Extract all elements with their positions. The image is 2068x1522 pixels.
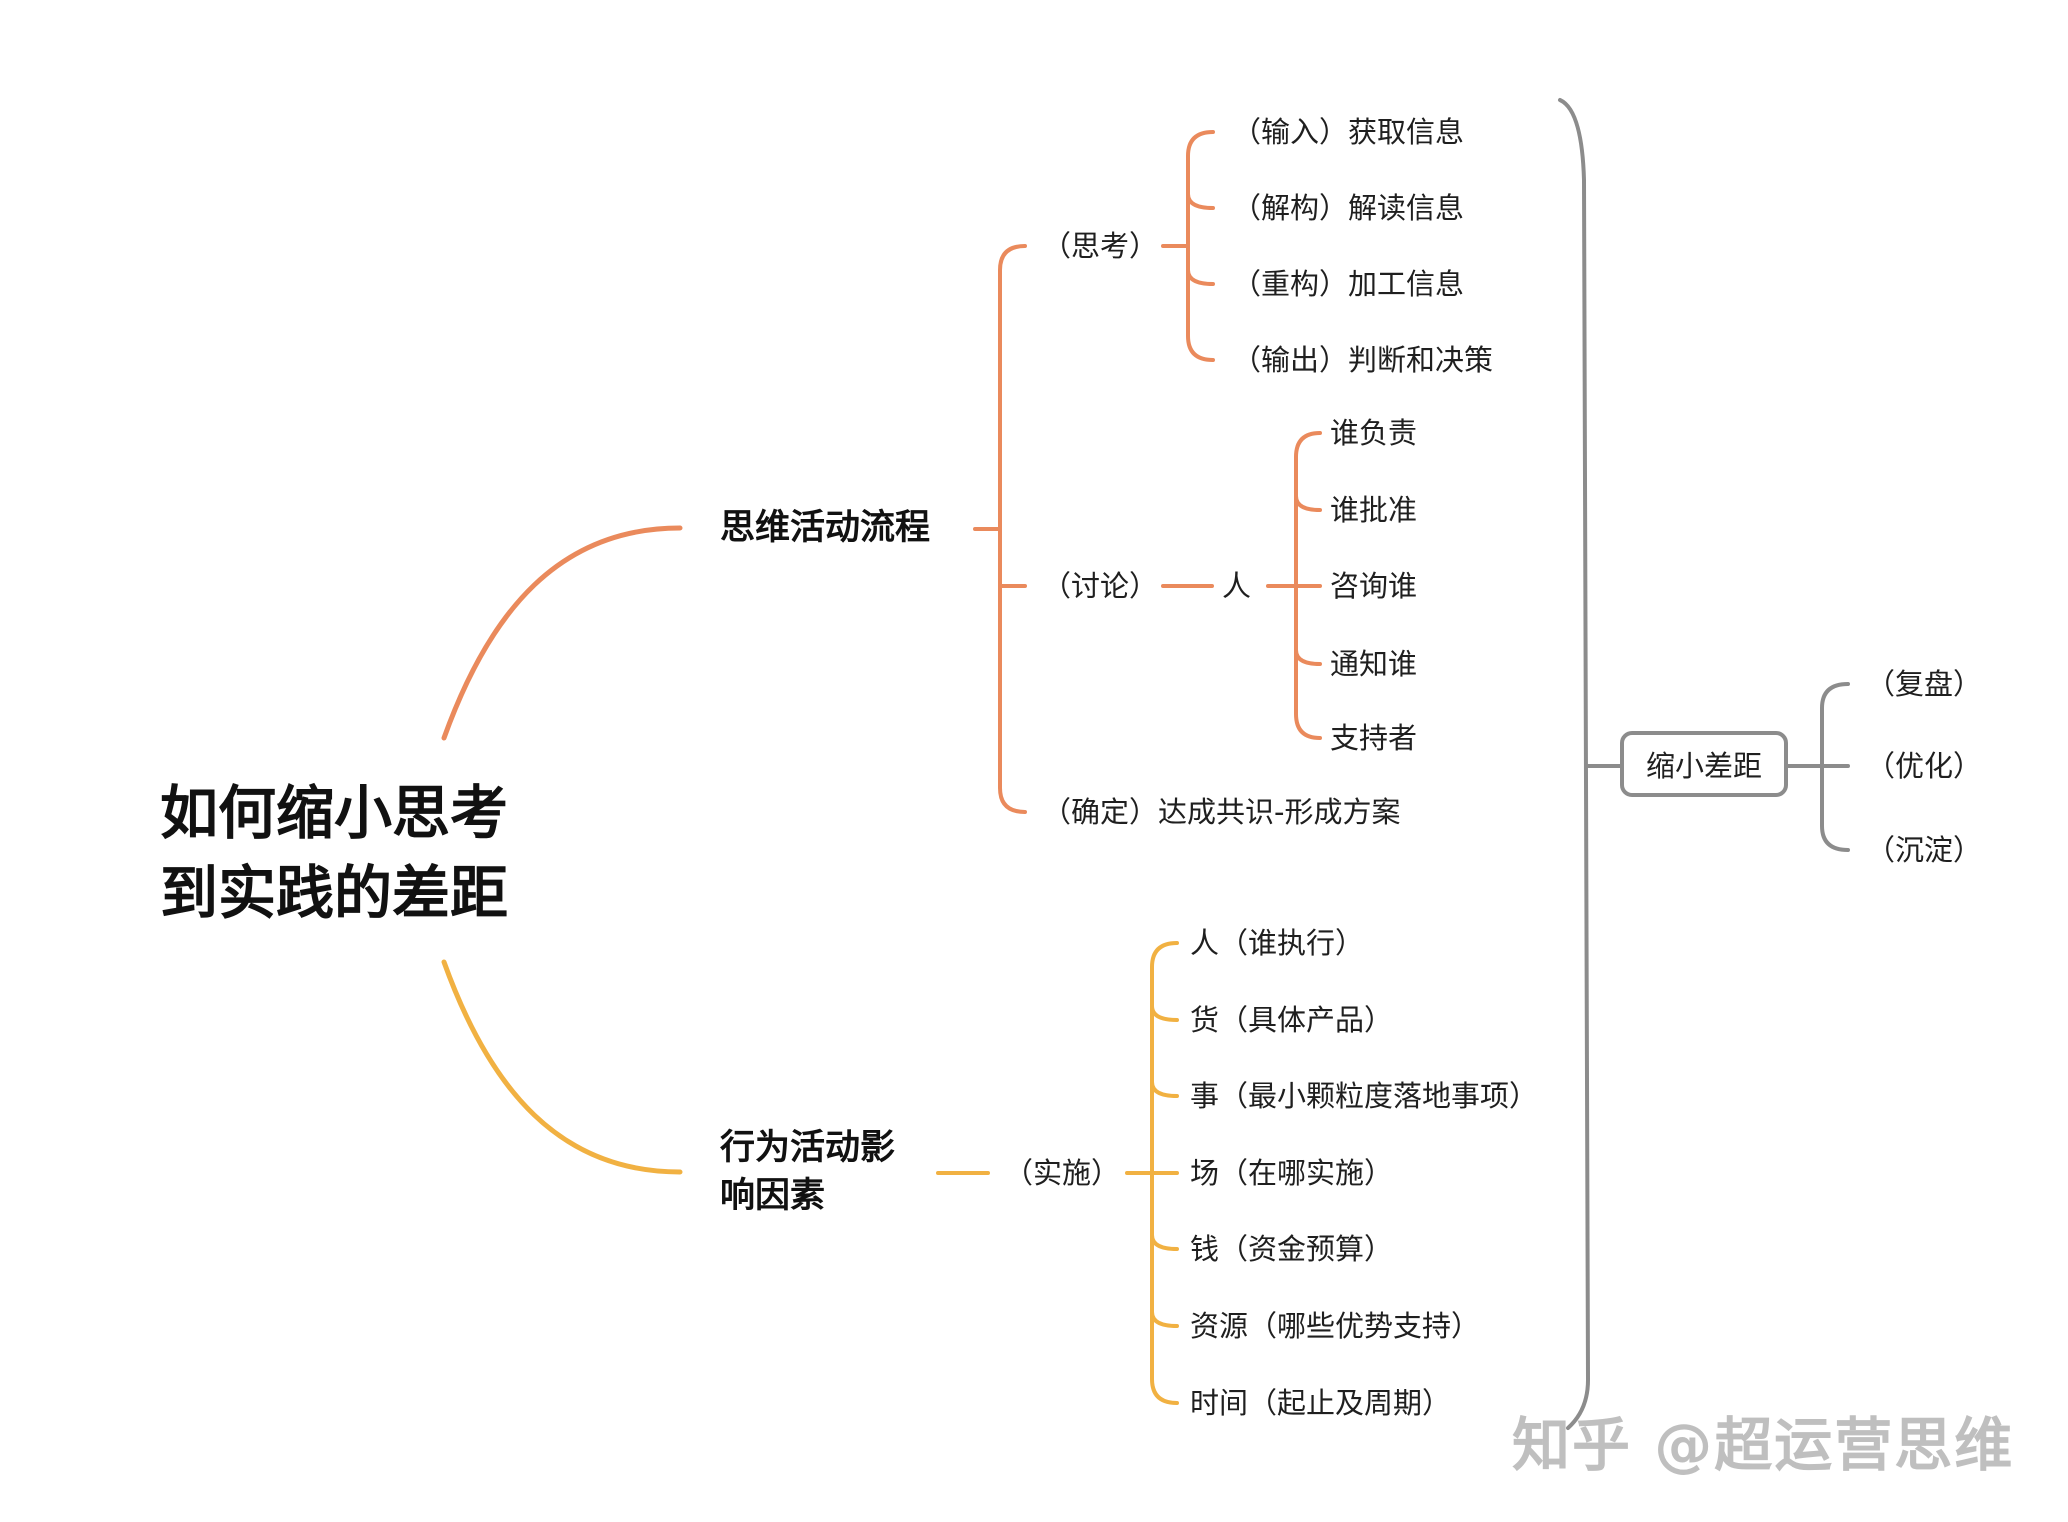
bracket-thinking: [998, 244, 1027, 814]
node-think: （思考）: [1042, 229, 1159, 263]
node-person: 人: [1222, 569, 1252, 603]
discuss-item-3: 咨询谁: [1330, 569, 1418, 603]
think-item-2: （解构）解读信息: [1232, 191, 1465, 225]
root-line-2: 到实践的差距: [160, 859, 509, 927]
branch-thinking: 思维活动流程: [720, 508, 931, 548]
node-gap: 缩小差距: [1620, 731, 1788, 797]
discuss-item-2: 谁批准: [1330, 493, 1418, 527]
discuss-item-5: 支持者: [1330, 721, 1418, 755]
tick-implement-6: [1150, 1310, 1179, 1328]
implement-item-1: 人（谁执行）: [1190, 926, 1365, 960]
think-item-3: （重构）加工信息: [1232, 267, 1465, 301]
think-item-1: （输入）获取信息: [1232, 115, 1465, 149]
watermark: 知乎 @超运营思维: [1512, 1411, 2015, 1479]
discuss-item-1: 谁负责: [1330, 416, 1418, 450]
implement-item-7: 时间（起止及周期）: [1190, 1386, 1452, 1420]
node-discuss: （讨论）: [1042, 569, 1159, 603]
implement-item-6: 资源（哪些优势支持）: [1190, 1309, 1481, 1343]
think-item-4: （输出）判断和决策: [1232, 343, 1494, 377]
bracket-think: [1186, 130, 1215, 362]
tick-implement-3: [1150, 1080, 1179, 1098]
connector-root-behavior: [441, 959, 683, 1175]
tick-think-3: [1186, 268, 1215, 286]
branch-behavior: 行为活动影响因素: [720, 1128, 896, 1216]
gap-item-1: （复盘）: [1866, 667, 1983, 701]
discuss-item-4: 通知谁: [1330, 647, 1418, 681]
gap-item-2: （优化）: [1866, 749, 1983, 783]
node-implement: （实施）: [1004, 1156, 1121, 1190]
tick-discuss-4: [1294, 648, 1322, 666]
connector-root-thinking: [441, 525, 683, 741]
tick-implement-2: [1150, 1004, 1179, 1022]
root-line-1: 如何缩小思考: [160, 779, 509, 847]
implement-item-4: 场（在哪实施）: [1190, 1156, 1394, 1190]
implement-item-2: 货（具体产品）: [1190, 1003, 1394, 1037]
gap-item-3: （沉淀）: [1866, 833, 1983, 867]
tick-implement-5: [1150, 1233, 1179, 1251]
big-brace: [1558, 98, 1591, 1430]
node-gap-label: 缩小差距: [1645, 749, 1762, 783]
tick-discuss-2: [1294, 494, 1322, 512]
node-decide: （确定）达成共识-形成方案: [1042, 795, 1401, 829]
implement-item-3: 事（最小颗粒度落地事项）: [1190, 1079, 1539, 1113]
root-topic: 如何缩小思考 到实践的差距: [160, 773, 508, 933]
tick-think-2: [1186, 192, 1215, 210]
implement-item-5: 钱（资金预算）: [1190, 1232, 1394, 1266]
